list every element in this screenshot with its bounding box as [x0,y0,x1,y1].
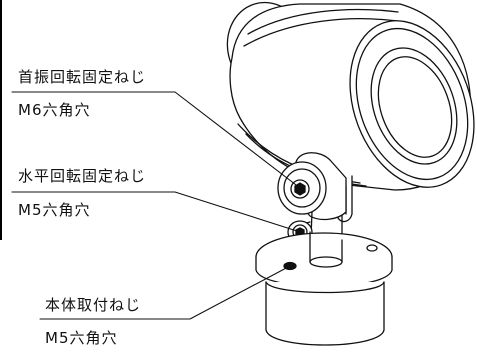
leader-swivel-screw [11,91,301,189]
leader-horizontal-screw [11,191,301,233]
frame-left-edge [0,0,2,240]
lamp-head [226,1,475,191]
lamp-yoke [277,152,363,263]
leader-lines [11,91,301,320]
callout-swivel-screw-spec: M6六角穴 [18,101,91,119]
leader-body-mount-screw [39,265,291,320]
callout-horizontal-screw-spec: M5六角穴 [18,201,91,219]
callout-horizontal-screw-name: 水平回転固定ねじ [18,167,147,185]
lamp-base [255,231,393,346]
callout-body-mount-screw-spec: M5六角穴 [45,329,118,347]
callout-swivel-screw-name: 首振回転固定ねじ [18,68,147,86]
callout-body-mount-screw-name: 本体取付ねじ [45,296,142,314]
